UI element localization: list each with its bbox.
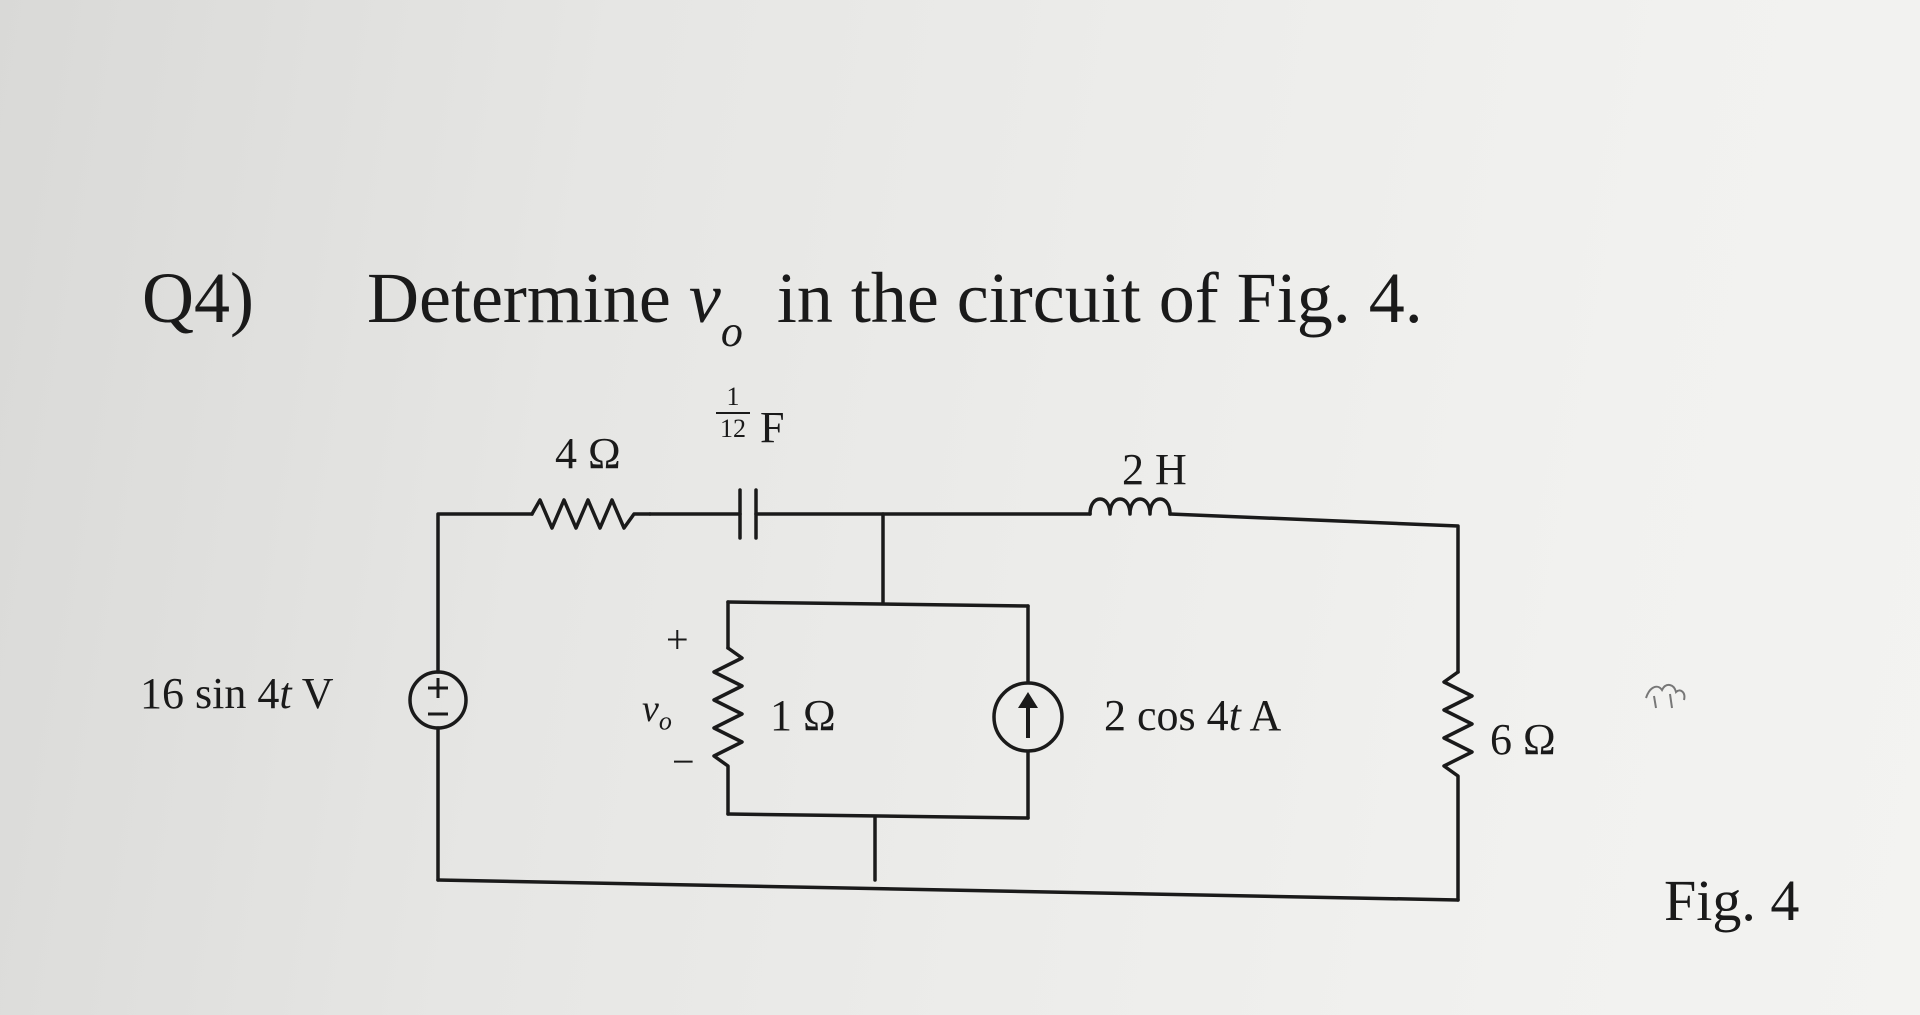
vo-minus-sign: − bbox=[672, 739, 695, 784]
question-number: Q4) bbox=[142, 258, 254, 338]
voltage-source-label: 16 sin 4t V bbox=[140, 672, 334, 716]
pen-smudge-mark bbox=[1645, 684, 1686, 709]
current-source-label-pre: 2 cos 4 bbox=[1104, 691, 1229, 740]
capacitor-fraction-label: 1 12 bbox=[716, 384, 750, 442]
capacitor-denominator: 12 bbox=[720, 414, 746, 443]
inductor-2h bbox=[1088, 497, 1172, 516]
resistor-6ohm bbox=[1442, 670, 1474, 902]
current-source-label-t: t bbox=[1228, 691, 1241, 740]
vo-label-v: v bbox=[642, 688, 659, 730]
current-source-arrowhead bbox=[1018, 692, 1038, 708]
inductor-2h-label: 2 H bbox=[1122, 445, 1187, 494]
resistor-1ohm bbox=[712, 646, 744, 816]
vo-label: vo bbox=[642, 690, 672, 735]
wire-inner-top bbox=[726, 600, 1030, 608]
wire-bottom bbox=[436, 878, 1460, 902]
voltage-source-plus bbox=[428, 678, 448, 698]
current-source-label-post: A bbox=[1240, 691, 1282, 740]
figure-caption: Fig. 4 bbox=[1664, 868, 1800, 933]
resistor-1ohm-label: 1 Ω bbox=[770, 691, 836, 740]
resistor-4ohm-label: 4 Ω bbox=[555, 429, 621, 478]
vo-label-sub: o bbox=[658, 706, 672, 736]
resistor-6ohm-label: 6 Ω bbox=[1490, 715, 1556, 764]
voltage-source-circle bbox=[408, 670, 468, 730]
question-text-after: in the circuit of Fig. 4. bbox=[758, 258, 1423, 338]
wire-inner-bottom bbox=[726, 812, 1030, 820]
current-source-circle bbox=[992, 681, 1064, 753]
wire-top-right bbox=[1168, 512, 1460, 674]
resistor-4ohm bbox=[530, 498, 652, 530]
voltage-source-label-pre: 16 sin 4 bbox=[140, 669, 280, 718]
voltage-source-label-post: V bbox=[291, 669, 334, 718]
question-text: Q4) Determine vo in the circuit of Fig. 4… bbox=[142, 258, 1423, 354]
question-variable: v bbox=[688, 258, 721, 338]
question-variable-sub: o bbox=[720, 307, 743, 356]
wire-top-left bbox=[436, 512, 534, 674]
question-text-before: Determine bbox=[367, 258, 689, 338]
current-source-label: 2 cos 4t A bbox=[1104, 694, 1281, 738]
capacitor-fraction-bar bbox=[716, 412, 750, 414]
voltage-source-label-t: t bbox=[279, 669, 292, 718]
vo-plus-sign: + bbox=[666, 617, 689, 662]
capacitor-numerator: 1 bbox=[726, 382, 740, 411]
capacitor-unit-label: F bbox=[760, 403, 785, 452]
